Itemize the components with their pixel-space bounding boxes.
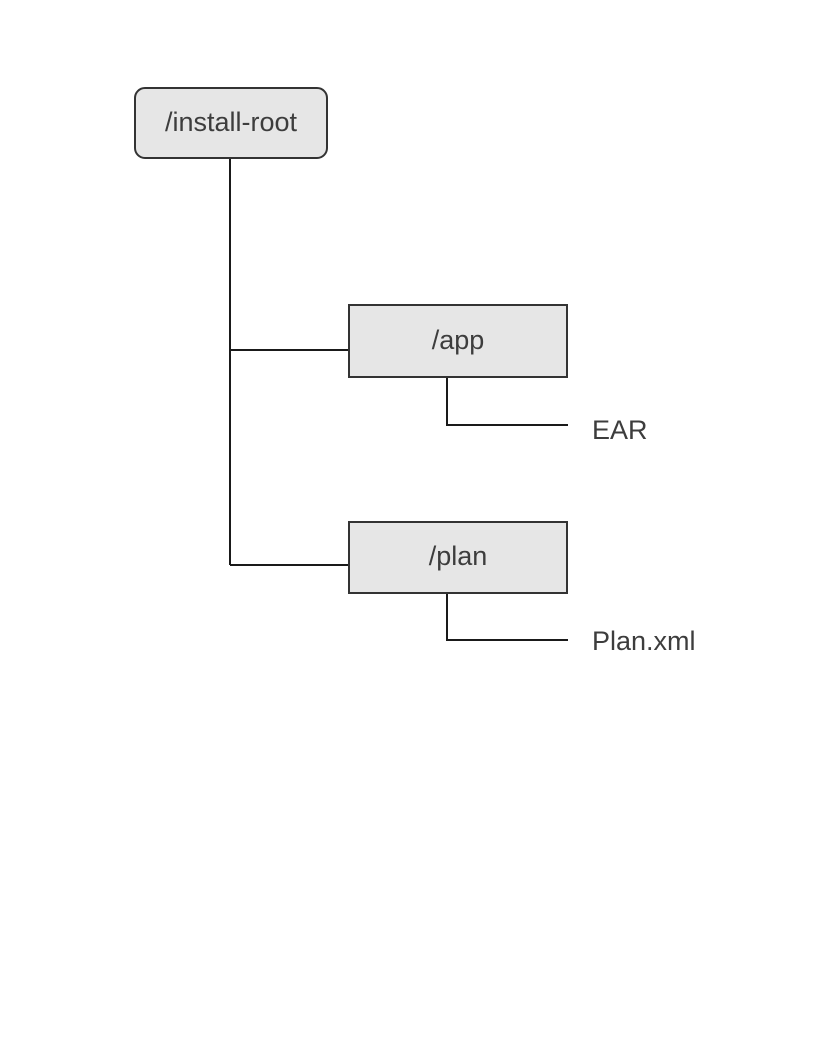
node-plan-box[interactable] [348, 521, 568, 594]
leaf-label-ear: EAR [592, 415, 648, 445]
node-app[interactable]: /app [348, 304, 568, 378]
node-plan-label: /plan [429, 541, 488, 571]
leaf-connector-plan-xml [446, 593, 568, 641]
node-app-box[interactable] [348, 304, 568, 378]
node-plan[interactable]: /plan [348, 521, 568, 594]
leaf-label-plan-xml: Plan.xml [592, 626, 696, 656]
node-install-root[interactable]: /install-root [134, 87, 328, 159]
node-install-root-label: /install-root [165, 107, 298, 137]
node-app-label: /app [432, 325, 485, 355]
node-install-root-box[interactable] [134, 87, 328, 159]
leaf-connector-ear [446, 377, 568, 426]
